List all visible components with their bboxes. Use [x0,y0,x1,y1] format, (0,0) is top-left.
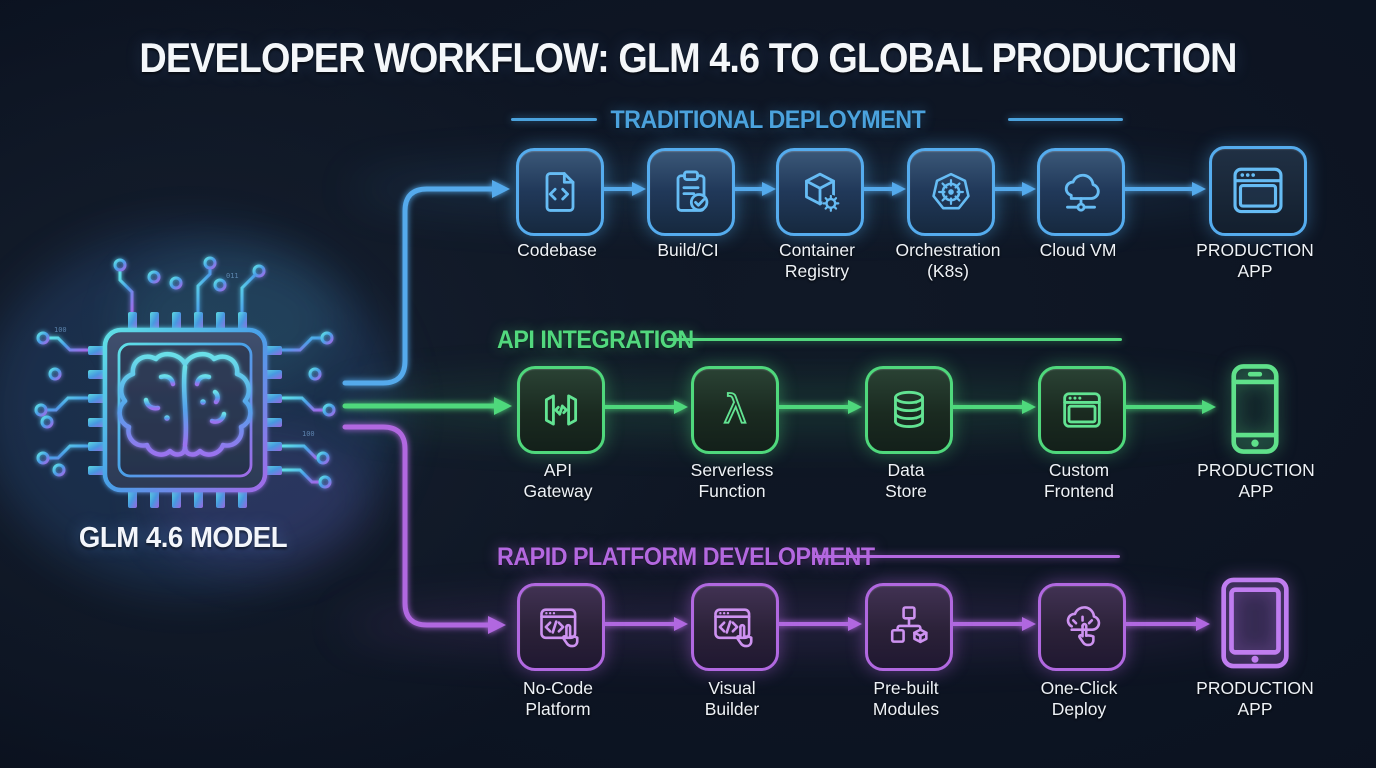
serverless-function-box: λ [691,366,779,454]
kubernetes-wheel-icon [932,172,970,210]
step-visual-builder [691,583,779,671]
header-dash-left [511,118,597,121]
visual-builder-box [691,583,779,671]
step-label: Codebase [517,240,597,260]
cloud-click-icon [1066,606,1101,647]
step-label: One-Click Deploy [1040,678,1118,719]
api-gateway-icon [544,394,578,426]
step-one-click-deploy [1038,583,1126,671]
step-no-code-platform [517,583,605,671]
brain-icon [117,351,253,457]
svg-text:100: 100 [54,326,67,334]
svg-text:011: 011 [226,272,239,280]
step-custom-frontend [1038,366,1126,454]
database-icon [894,390,924,428]
section-header-api: API INTEGRATION [497,326,694,354]
step-label: Build/CI [657,240,719,260]
lambda-icon: λ [723,387,748,434]
step-orchestration [907,148,995,236]
branch-line-rapid [342,424,506,634]
prebuilt-modules-box [865,583,953,671]
header-dash-right [1008,118,1123,121]
step-label: PRODUCTION APP [1197,460,1315,501]
svg-text:100: 100 [302,430,315,438]
section-header-traditional: TRADITIONAL DEPLOYMENT [610,106,926,134]
window-code-pointer-icon [714,608,753,648]
step-label: PRODUCTION APP [1196,678,1314,719]
tablet-icon [1221,577,1289,669]
step-api-gateway [517,366,605,454]
branch-line-traditional [342,180,510,386]
data-store-box [865,366,953,454]
header-line-api [667,338,1122,341]
step-label: Pre-built Modules [872,678,940,719]
container-cube-gear-icon [805,172,840,213]
production-app-box [1209,146,1307,236]
step-prebuilt-modules [865,583,953,671]
smartphone-icon [1231,364,1279,454]
orchestration-box [907,148,995,236]
build-ci-box [647,148,735,236]
cloud-network-icon [1064,173,1100,212]
step-label: Custom Frontend [1043,460,1115,501]
chip-pins [88,312,282,508]
step-label: Container Registry [779,240,855,281]
step-label: API Gateway [523,460,593,501]
model-label: GLM 4.6 MODEL [78,522,288,554]
modules-tree-icon [890,606,928,644]
step-production-app-tablet [1217,576,1293,670]
step-label: Data Store [885,460,927,501]
branch-line-api [342,397,512,415]
step-label: PRODUCTION APP [1196,240,1314,281]
step-label: Visual Builder [704,678,760,719]
circuit-digits: 100 011 100 [54,272,315,438]
step-label: Cloud VM [1039,240,1117,260]
clipboard-check-icon [676,170,709,212]
page-title: DEVELOPER WORKFLOW: GLM 4.6 TO GLOBAL PR… [139,34,1237,81]
api-gateway-box [517,366,605,454]
step-data-store [865,366,953,454]
step-label: Orchestration (K8s) [895,240,1001,281]
step-label: Serverless Function [690,460,774,501]
circuit-traces [34,256,336,532]
cloud-vm-box [1037,148,1125,236]
step-serverless-function: λ [691,366,779,454]
code-file-icon [545,172,575,212]
no-code-platform-box [517,583,605,671]
one-click-deploy-box [1038,583,1126,671]
browser-window-icon [1063,392,1101,428]
step-codebase [516,148,604,236]
svg-text:λ: λ [723,388,746,433]
container-registry-box [776,148,864,236]
step-production-app-mobile [1226,362,1284,456]
step-label: No-Code Platform [522,678,594,719]
custom-frontend-box [1038,366,1126,454]
browser-window-icon [1233,167,1283,214]
step-production-app-web [1209,146,1307,236]
codebase-box [516,148,604,236]
step-container-registry [776,148,864,236]
step-cloud-vm [1037,148,1125,236]
header-line-rapid [813,555,1120,558]
glm-chip-illustration: 100 011 100 [34,256,336,532]
section-header-rapid: RAPID PLATFORM DEVELOPMENT [497,543,875,571]
window-code-pointer-icon [540,608,579,648]
step-build-ci [647,148,735,236]
